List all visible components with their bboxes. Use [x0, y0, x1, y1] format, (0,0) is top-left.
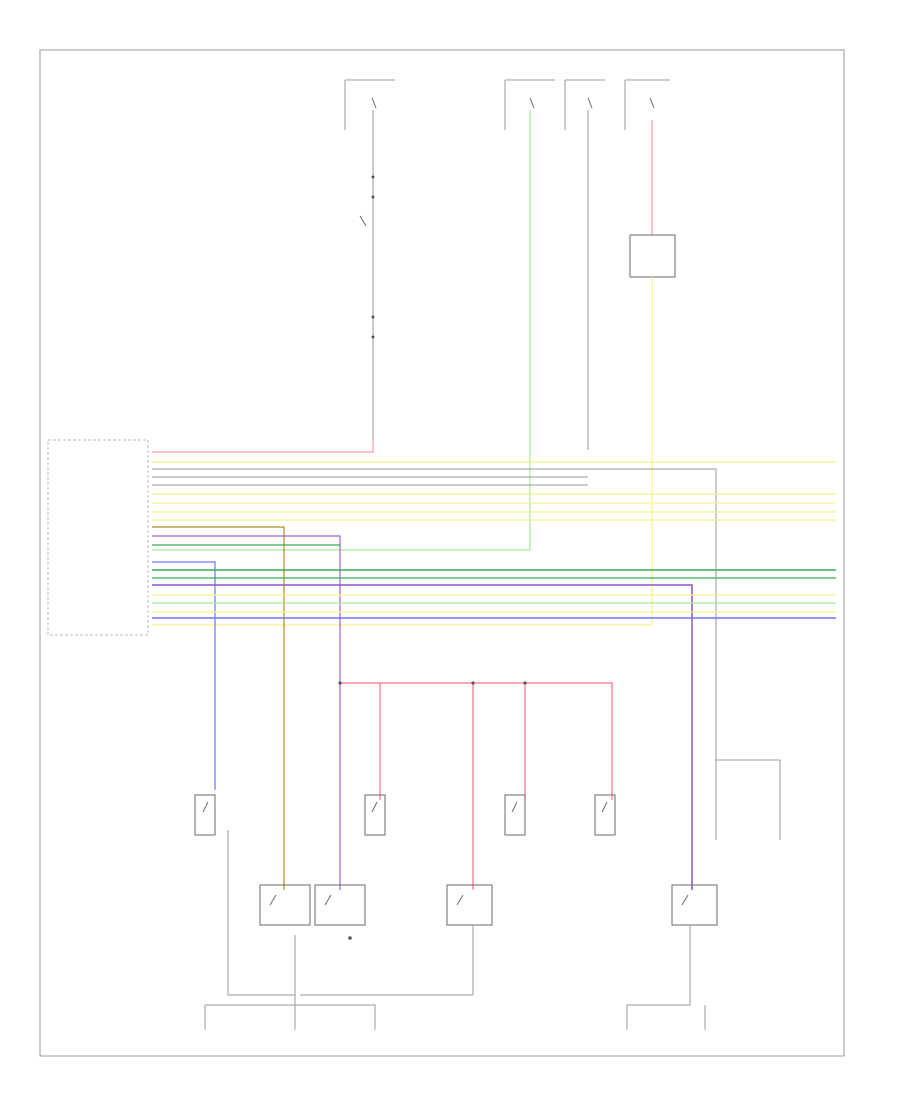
door-switches: [194, 794, 616, 836]
yellow-wire-relay: [152, 277, 653, 626]
diagram-border: [39, 49, 845, 1057]
fuse-sources: [344, 79, 670, 130]
left-source-wire: [359, 110, 375, 450]
lock-actuators: [259, 884, 718, 940]
right-lamps: [715, 759, 781, 840]
relay-box: [629, 234, 676, 278]
control-module: [47, 439, 149, 636]
green-wire-top: [152, 110, 531, 551]
bottom-lamps: [204, 830, 706, 1030]
module-wires: [152, 440, 836, 890]
